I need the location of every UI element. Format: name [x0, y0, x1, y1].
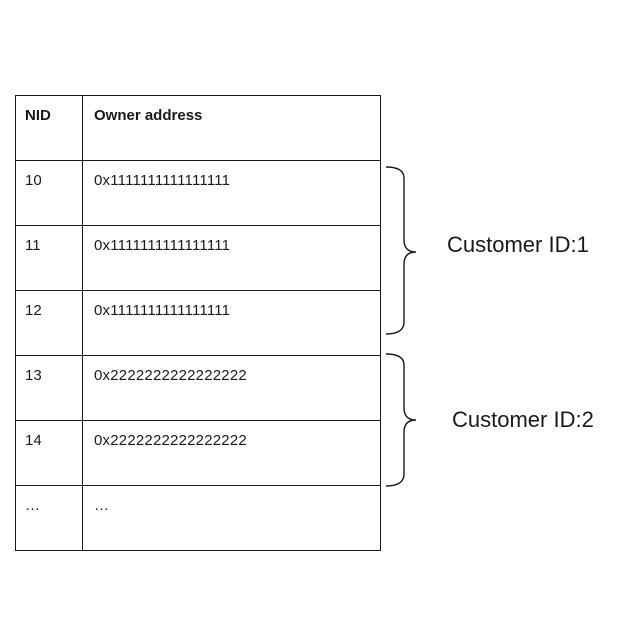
brace-customer-2	[386, 354, 416, 486]
customer-1-label: Customer ID:1	[447, 232, 589, 258]
brace-customer-1	[386, 167, 416, 334]
customer-2-label: Customer ID:2	[452, 407, 594, 433]
